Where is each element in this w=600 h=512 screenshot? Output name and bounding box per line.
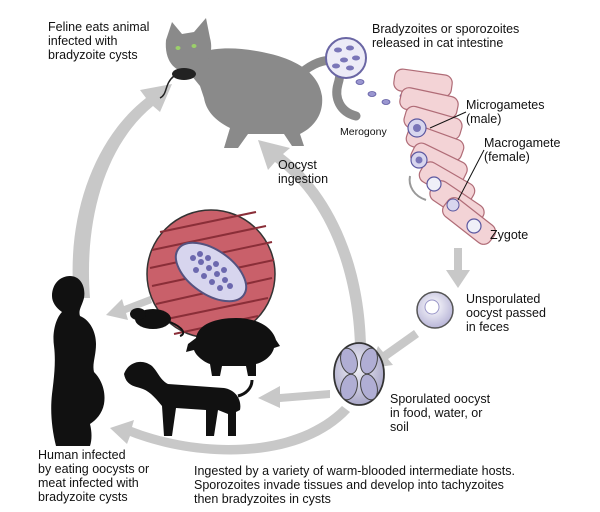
rodent-silhouette [130,308,185,337]
merogony-label: Merogony [340,126,387,138]
macrogamete-label: Macrogamete (female) [484,136,561,164]
cat-tail [300,56,361,121]
zygote-label: Zygote [490,228,529,242]
arrow-intestine-to-feces [446,248,470,288]
cat-body [182,48,323,148]
pregnant-woman-silhouette [51,276,105,446]
human-label: Human infected by eating oocysts or meat… [38,448,150,504]
released-label: Bradyzoites or sporozoites released in c… [372,22,520,50]
zygote-cell [466,218,482,234]
pig-silhouette [186,318,280,376]
arrow-muscle-to-human [106,296,152,320]
feline-label: Feline eats animal infected with bradyzo… [48,20,150,62]
mouse-tail [159,75,175,99]
arrow-soil-to-human [110,406,350,455]
unsporulated-oocyst [416,291,454,329]
arrow-human-to-cat [72,84,172,298]
arrow-oocyst-ingestion [258,140,366,345]
arrow-feces-to-soil [370,330,419,368]
arrow-soil-to-intermediate [258,386,330,408]
cat-illustration [159,18,361,148]
unsporulated-label: Unsporulated oocyst passed in feces [466,292,546,334]
parasite-stages [407,111,485,234]
muscle-tissue-cyst [146,209,276,339]
microgametes-label: Microgametes (male) [466,98,545,126]
cat-eye [191,44,197,48]
bradyzoite-cyst-released [325,37,409,105]
sporulated-oocyst [333,342,385,406]
mouse-body [172,68,196,80]
oocyst-ingestion-label: Oocyst ingestion [278,158,329,186]
cat-eye [175,46,181,50]
dog-silhouette [124,361,254,436]
cat-head [165,18,212,73]
intestinal-epithelium [393,68,496,245]
sporulated-label: Sporulated oocyst in food, water, or soi… [390,392,491,434]
intermediate-hosts-label: Ingested by a variety of warm-blooded in… [194,464,516,506]
cycle-arrows [72,84,470,455]
